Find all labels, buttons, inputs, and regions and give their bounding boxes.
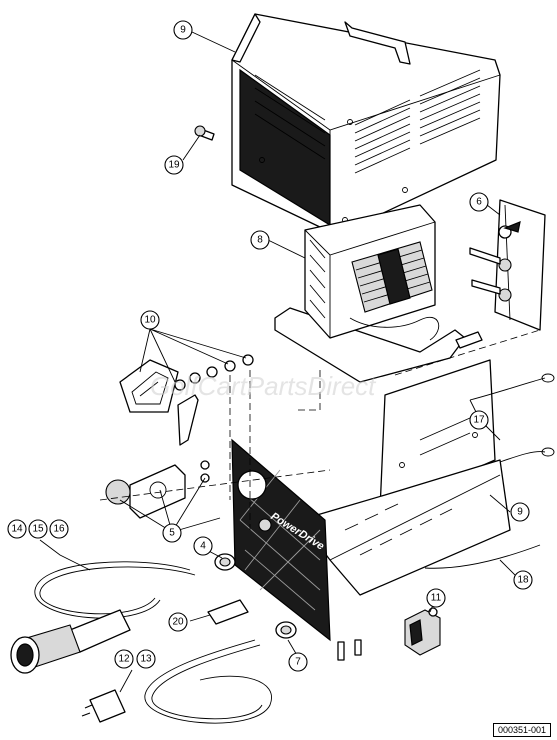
callout-7: 7 bbox=[288, 652, 308, 672]
chassis-slots bbox=[344, 417, 471, 556]
svg-text:8: 8 bbox=[257, 235, 263, 246]
svg-text:14: 14 bbox=[11, 524, 23, 535]
callout-9-cover: 9 bbox=[173, 20, 193, 40]
svg-text:17: 17 bbox=[473, 415, 485, 426]
svg-text:11: 11 bbox=[431, 593, 442, 604]
callout-16: 16 bbox=[49, 519, 69, 539]
svg-text:18: 18 bbox=[517, 575, 529, 586]
svg-text:13: 13 bbox=[140, 654, 152, 665]
meter-assembly bbox=[119, 354, 254, 413]
ac-power-cord bbox=[81, 639, 272, 724]
callout-8: 8 bbox=[250, 230, 270, 250]
callout-20: 20 bbox=[168, 612, 188, 632]
callout-15: 15 bbox=[28, 519, 48, 539]
watermark: GolfCartPartsDirect bbox=[150, 371, 377, 401]
strain-relief-7 bbox=[275, 621, 297, 639]
leader-lines bbox=[39, 31, 519, 693]
relay-switch bbox=[404, 607, 441, 656]
svg-text:4: 4 bbox=[200, 541, 206, 552]
callout-10: 10 bbox=[140, 310, 160, 330]
reference-code: 000351-001 bbox=[492, 723, 551, 737]
svg-text:6: 6 bbox=[476, 197, 482, 208]
callout-14: 14 bbox=[7, 519, 27, 539]
svg-text:9: 9 bbox=[180, 25, 186, 36]
svg-text:20: 20 bbox=[172, 617, 184, 628]
svg-text:16: 16 bbox=[53, 524, 65, 535]
callout-9-base: 9 bbox=[510, 502, 530, 522]
screw-left bbox=[337, 641, 345, 661]
transformer-coil bbox=[351, 241, 433, 313]
callout-19: 19 bbox=[164, 155, 184, 175]
svg-text:7: 7 bbox=[295, 657, 301, 668]
svg-text:5: 5 bbox=[169, 528, 175, 539]
charger-top-cover bbox=[231, 13, 501, 239]
fuse-holder bbox=[105, 394, 210, 519]
strain-relief-4 bbox=[214, 553, 236, 571]
dc-charging-cord bbox=[10, 561, 196, 674]
callout-12: 12 bbox=[114, 649, 134, 669]
output-lead-18 bbox=[424, 544, 541, 569]
meter-washers bbox=[174, 354, 254, 391]
callout-18: 18 bbox=[513, 570, 533, 590]
transformer bbox=[274, 204, 483, 383]
jumper-wires bbox=[469, 373, 555, 463]
svg-text:9: 9 bbox=[517, 507, 523, 518]
charger-base-chassis bbox=[299, 359, 511, 596]
cover-vent-slots bbox=[354, 69, 481, 174]
bracket-20 bbox=[207, 599, 249, 625]
screw-right bbox=[354, 639, 362, 656]
callout-5: 5 bbox=[162, 523, 182, 543]
callout-11: 11 bbox=[426, 588, 446, 608]
terminal-board bbox=[469, 199, 546, 331]
charger-front-panel: PowerDrive bbox=[231, 438, 331, 642]
assembly-dashed-lines bbox=[99, 329, 541, 530]
svg-text:12: 12 bbox=[118, 654, 130, 665]
screw-19 bbox=[194, 125, 215, 141]
callout-13: 13 bbox=[136, 649, 156, 669]
callout-17: 17 bbox=[469, 410, 489, 430]
callout-4: 4 bbox=[193, 536, 213, 556]
svg-text:10: 10 bbox=[144, 315, 156, 326]
svg-text:19: 19 bbox=[168, 160, 180, 171]
svg-text:15: 15 bbox=[32, 524, 44, 535]
callout-6: 6 bbox=[469, 192, 489, 212]
